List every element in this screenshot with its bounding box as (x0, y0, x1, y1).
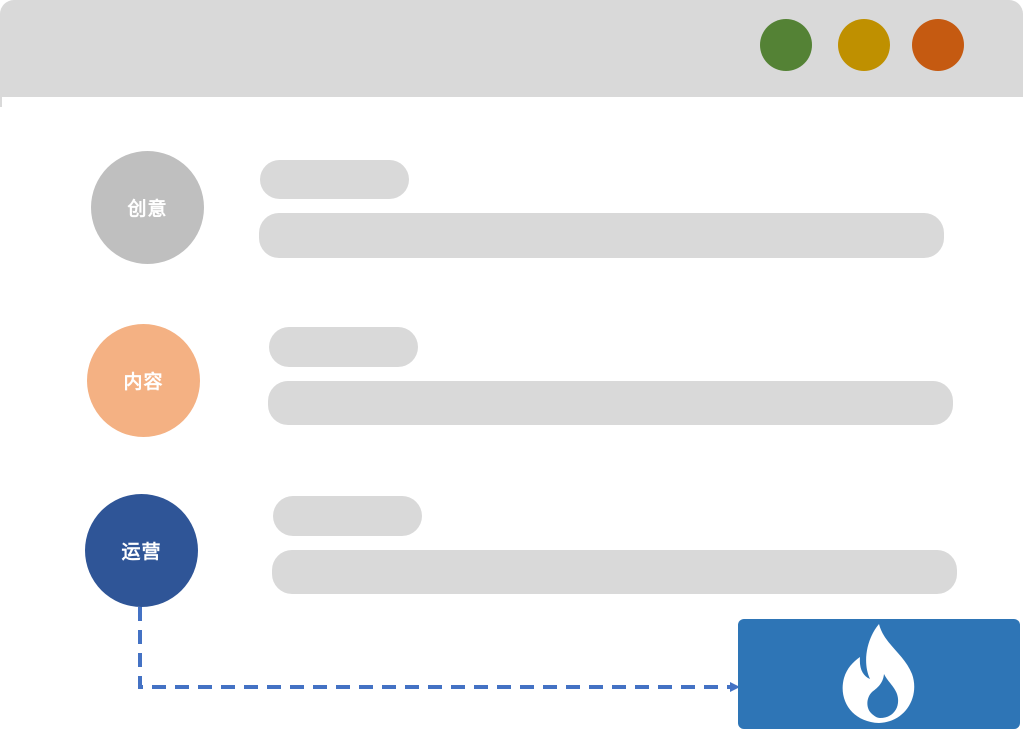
step-text-placeholder-content (268, 381, 953, 425)
step-circle-creative: 创意 (91, 151, 204, 264)
step-label-creative: 创意 (127, 198, 168, 220)
step-text-placeholder-creative (259, 213, 944, 258)
target-box (738, 619, 1020, 729)
step-title-placeholder-operations (273, 496, 422, 536)
step-label-content: 内容 (123, 371, 164, 393)
step-title-placeholder-content (269, 327, 418, 367)
window-dot-green[interactable] (760, 19, 812, 71)
step-text-placeholder-operations (272, 550, 957, 594)
window-dot-yellow[interactable] (838, 19, 890, 71)
step-title-placeholder-creative (260, 160, 409, 199)
step-circle-operations: 运营 (85, 494, 198, 607)
step-label-operations: 运营 (121, 541, 162, 563)
window-dot-orange[interactable] (912, 19, 964, 71)
step-circle-content: 内容 (87, 324, 200, 437)
flame-icon (842, 624, 915, 723)
window-title-bar (0, 0, 1023, 107)
